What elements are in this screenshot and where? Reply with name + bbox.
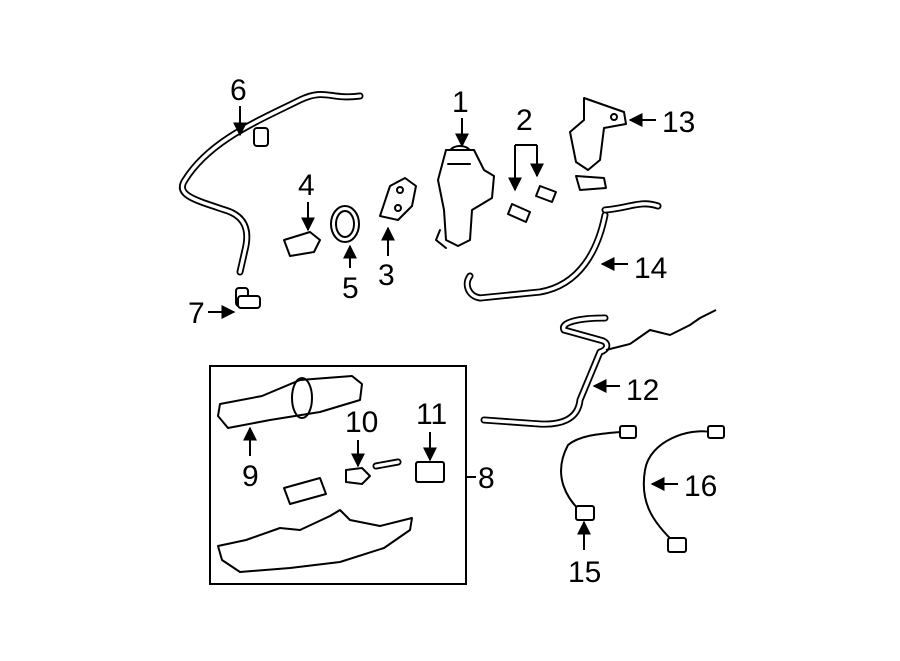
part-12-pipe [480,309,717,428]
svg-text:9: 9 [242,460,259,493]
part-4-sensor [283,231,321,257]
callout-9: 9 [242,426,259,493]
svg-text:10: 10 [345,406,378,439]
part-13-bracket-valve [569,97,627,191]
part-5-o-ring [330,205,360,243]
svg-text:3: 3 [378,259,395,292]
part-8-shield [217,509,413,573]
svg-text:15: 15 [568,556,601,589]
svg-text:8: 8 [478,462,495,495]
svg-text:14: 14 [634,252,667,285]
svg-text:11: 11 [416,398,447,431]
part-3-gasket [379,177,417,221]
part-15-oxygen-sensor [560,425,637,521]
callout-16: 16 [650,470,717,503]
callout-8: 8 [466,462,495,495]
callout-13: 13 [628,106,695,139]
svg-text:1: 1 [452,86,469,119]
part-10-fitting [283,458,402,505]
svg-text:7: 7 [188,297,205,330]
part-14-hose [463,200,662,302]
svg-text:4: 4 [298,169,315,202]
part-6-vacuum-hose [179,91,364,276]
callout-10: 10 [345,406,378,468]
callout-1: 1 [452,86,469,148]
part-9-canister [217,375,363,429]
part-7-elbow-fitting [235,287,261,309]
callout-5: 5 [342,244,359,305]
callout-2: 2 [508,104,544,192]
callout-3: 3 [378,226,395,292]
callout-6: 6 [230,74,247,137]
callout-7: 7 [188,297,236,330]
callout-15: 15 [568,520,601,589]
svg-text:6: 6 [230,74,247,107]
part-1-air-valve [435,145,495,249]
callout-14: 14 [600,252,667,285]
part-16-oxygen-sensor [642,425,725,553]
svg-text:12: 12 [626,374,659,407]
part-8-group-box [209,365,467,585]
part-11-switch [415,461,445,483]
svg-text:13: 13 [662,106,695,139]
callout-4: 4 [298,169,315,232]
part-2-bolts [507,185,557,223]
svg-text:5: 5 [342,272,359,305]
svg-text:16: 16 [684,470,717,503]
callout-11: 11 [416,398,447,462]
callout-12: 12 [592,374,659,407]
svg-text:2: 2 [516,104,533,137]
